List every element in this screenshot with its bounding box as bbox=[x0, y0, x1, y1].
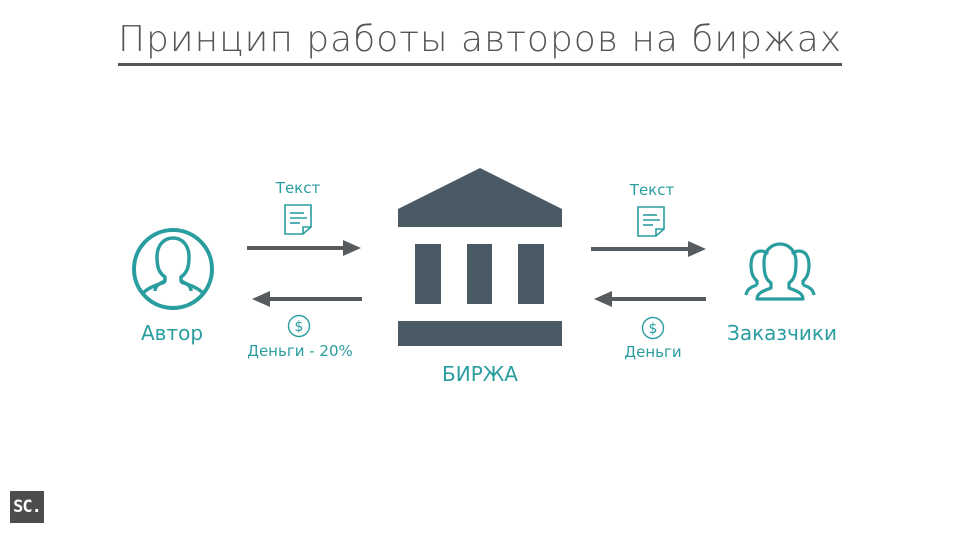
bank-building-icon bbox=[398, 168, 562, 346]
arrowhead-left-icon bbox=[594, 291, 612, 307]
author-label: Автор bbox=[140, 321, 204, 345]
arrowhead-right-icon bbox=[343, 240, 361, 256]
arrowhead-left-icon bbox=[252, 291, 270, 307]
logo: SC. bbox=[10, 491, 44, 523]
arrow-left bbox=[608, 297, 706, 301]
arrow-right bbox=[591, 247, 691, 251]
arrow-right bbox=[247, 246, 347, 250]
exchange-label: БИРЖА bbox=[442, 362, 518, 386]
page-title: Принцип работы авторов на биржах bbox=[0, 18, 960, 66]
arrowhead-right-icon bbox=[688, 241, 706, 257]
flow-text-label-right: Текст bbox=[629, 181, 675, 199]
arrow-left bbox=[266, 297, 362, 301]
document-icon bbox=[284, 204, 312, 235]
dollar-icon: $ bbox=[641, 316, 665, 340]
svg-text:$: $ bbox=[295, 319, 304, 335]
customers-label: Заказчики bbox=[727, 321, 837, 345]
group-icon bbox=[744, 242, 816, 301]
flow-text-label-left: Текст bbox=[275, 179, 321, 197]
person-icon bbox=[132, 228, 214, 310]
dollar-icon: $ bbox=[287, 314, 311, 338]
svg-text:$: $ bbox=[649, 321, 658, 337]
flow-money-label-right: Деньги bbox=[624, 343, 682, 361]
flow-money-label-left: Деньги - 20% bbox=[247, 342, 353, 360]
document-icon bbox=[637, 206, 665, 237]
